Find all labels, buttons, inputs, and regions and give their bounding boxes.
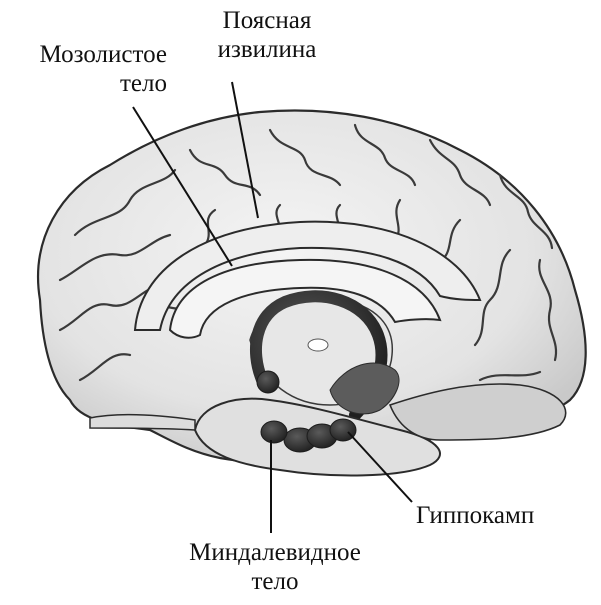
- label-hippocampus: Гиппокамп: [416, 501, 534, 530]
- label-cingulate-line1: Поясная: [197, 6, 337, 35]
- label-corpus-callosum-line2: тело: [2, 69, 167, 98]
- amygdala-structure: [261, 421, 287, 443]
- label-amygdala-line2: тело: [160, 567, 390, 596]
- label-hippocampus-line1: Гиппокамп: [416, 501, 534, 530]
- label-cingulate-line2: извилина: [197, 35, 337, 64]
- label-corpus-callosum-line1: Мозолистое: [2, 40, 167, 69]
- label-amygdala: Миндалевидное тело: [160, 538, 390, 596]
- label-cingulate-gyrus: Поясная извилина: [197, 6, 337, 64]
- label-corpus-callosum: Мозолистое тело: [2, 40, 167, 98]
- label-amygdala-line1: Миндалевидное: [160, 538, 390, 567]
